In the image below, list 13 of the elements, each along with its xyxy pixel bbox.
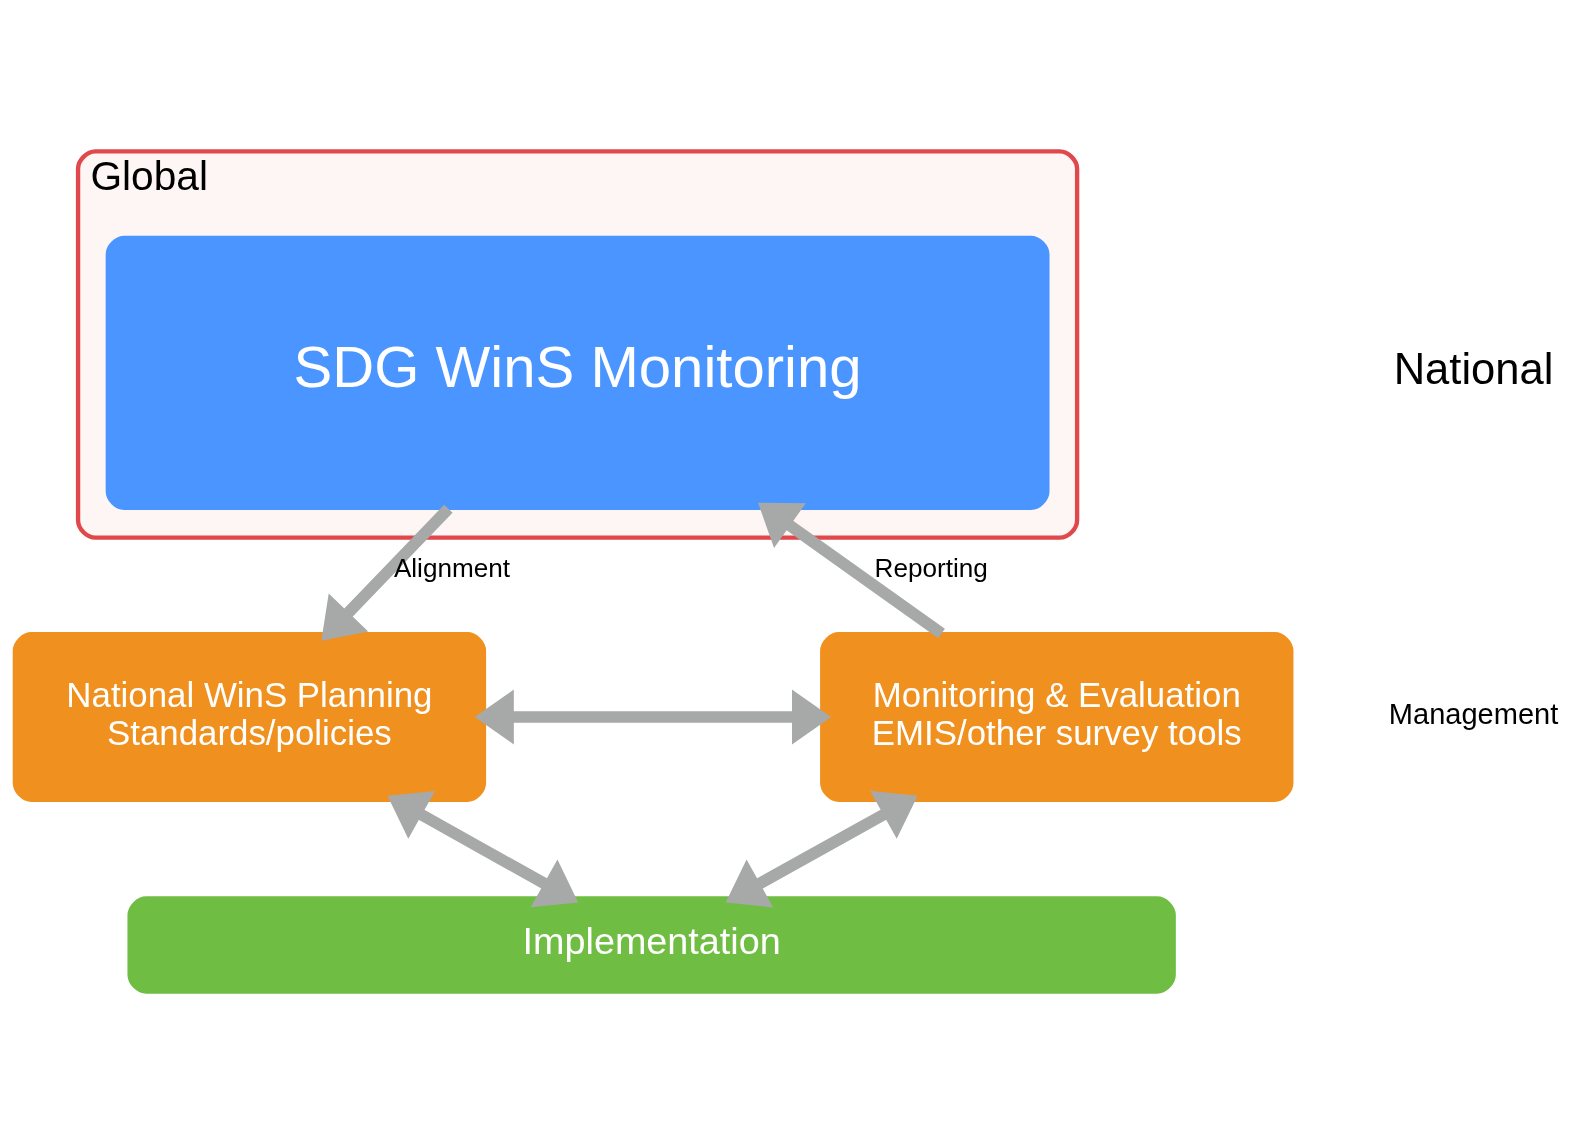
node-box: Implementation [127, 896, 1176, 994]
node-box: SDG WinS Monitoring [105, 235, 1050, 511]
edge-label: Reporting [874, 553, 988, 584]
arrow [758, 502, 945, 639]
arrow [725, 790, 918, 908]
node-box: Monitoring & Evaluation EMIS/other survey tools [820, 632, 1294, 802]
label: National [1393, 344, 1554, 393]
node-box: National WinS Planning Standards/policies [12, 632, 487, 802]
arrow [474, 689, 832, 745]
arrow [321, 504, 453, 641]
edge-label: Alignment [393, 553, 511, 584]
arrow [387, 790, 579, 908]
label: Management [1388, 698, 1559, 731]
